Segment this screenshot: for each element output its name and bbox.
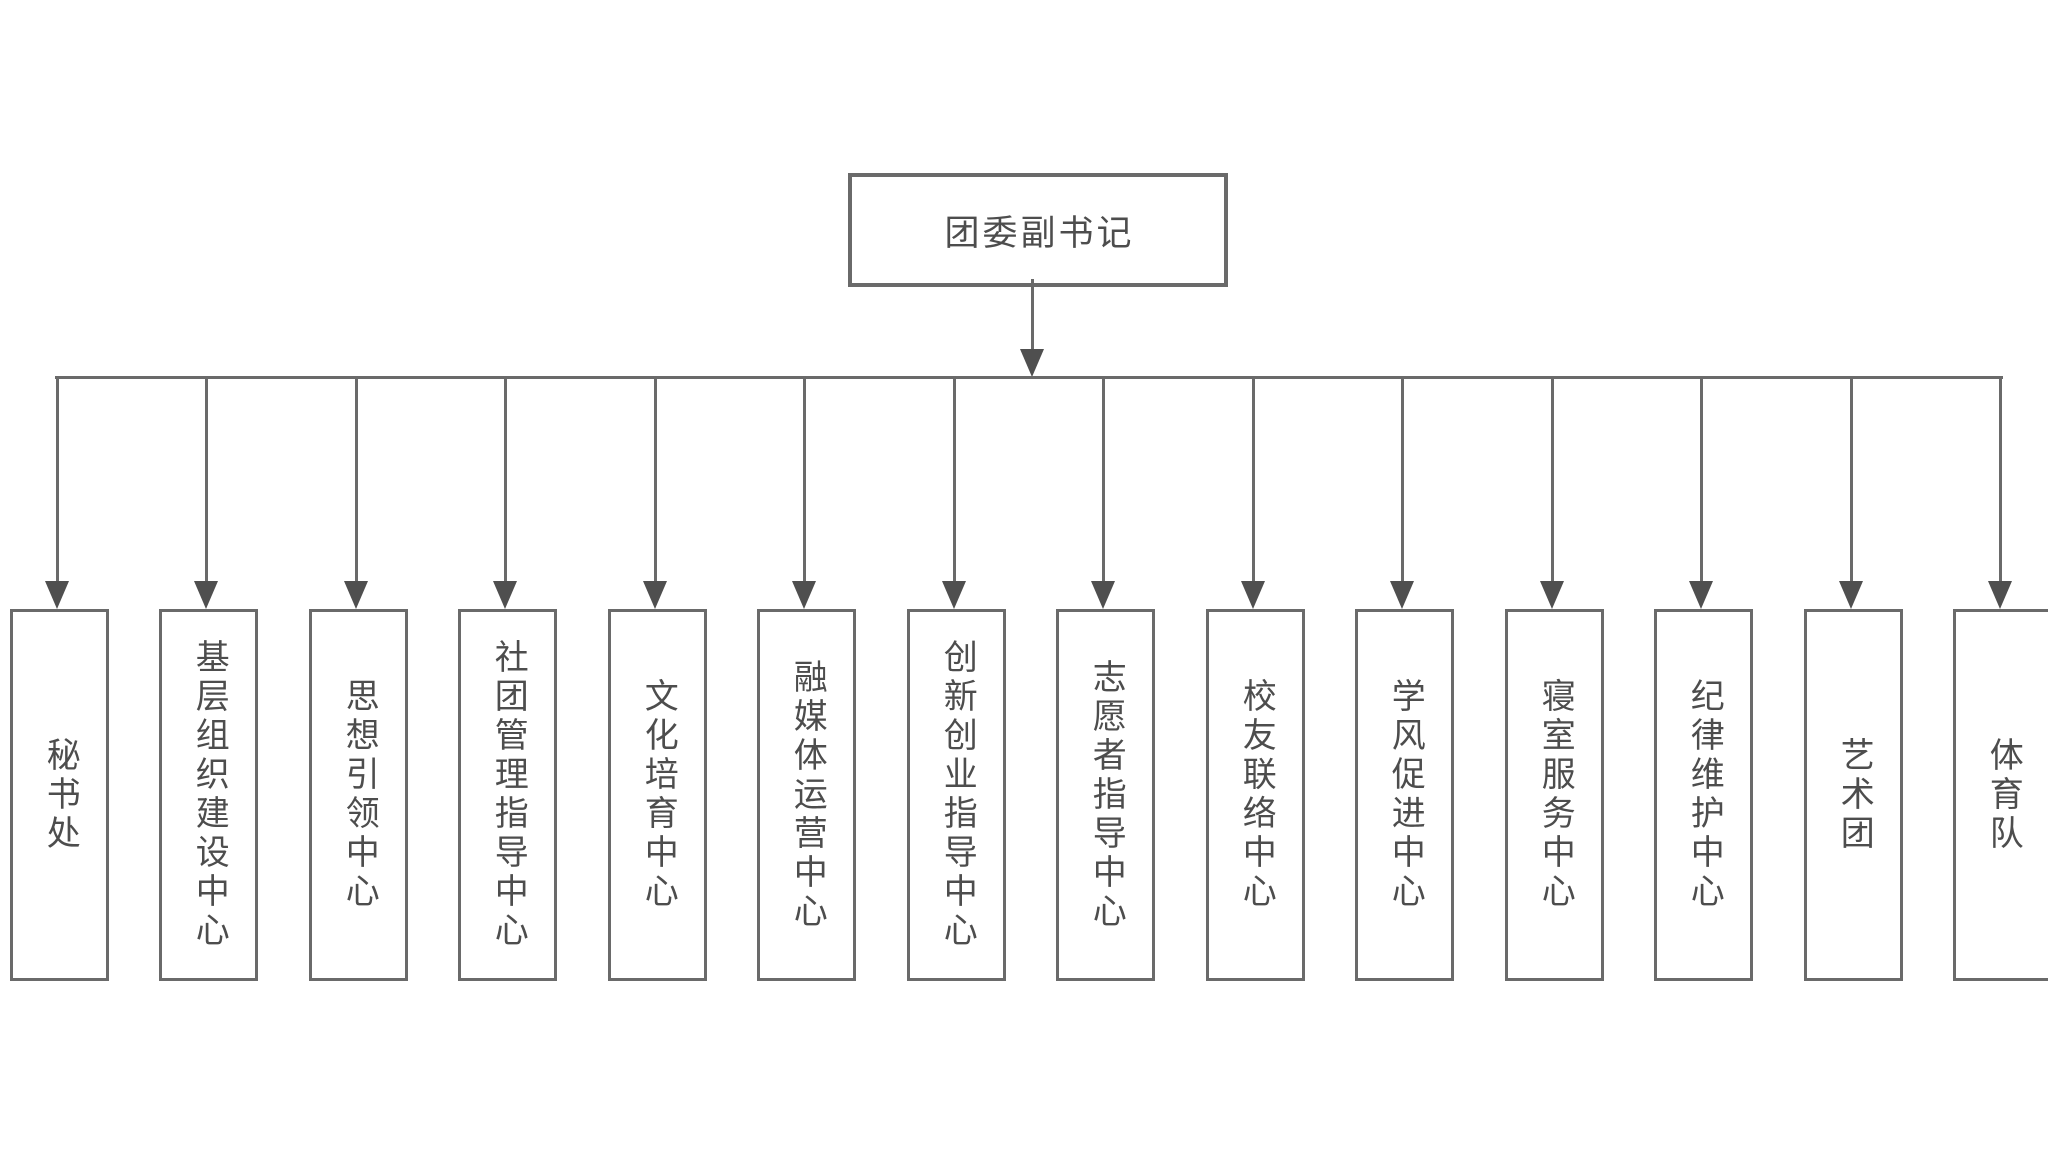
child-node-label: 思想引领中心 [340, 678, 379, 912]
child-node: 志愿者指导中心 [1056, 609, 1155, 981]
child-node: 秘书处 [10, 609, 109, 981]
connector-drop-line [56, 377, 59, 581]
child-node-label: 校友联络中心 [1237, 678, 1276, 912]
connector-drop-line [205, 377, 208, 581]
connector-drop-line [1700, 377, 1703, 581]
child-node-label: 志愿者指导中心 [1087, 658, 1126, 932]
connector-arrowhead-icon [942, 581, 966, 609]
connector-arrowhead-icon [792, 581, 816, 609]
child-node: 基层组织建设中心 [159, 609, 258, 981]
connector-drop-line [504, 377, 507, 581]
connector-arrowhead-icon [1241, 581, 1265, 609]
connector-arrowhead-icon [1839, 581, 1863, 609]
root-node-label: 团委副书记 [944, 213, 1135, 253]
connector-root-arrowhead-icon [1020, 349, 1044, 377]
connector-rail [55, 376, 2003, 379]
child-node-label: 社团管理指导中心 [489, 639, 528, 951]
connector-drop-line [1252, 377, 1255, 581]
connector-drop-line [654, 377, 657, 581]
child-node-label: 创新创业指导中心 [938, 639, 977, 951]
child-node-label: 艺术团 [1835, 736, 1874, 854]
child-node: 创新创业指导中心 [907, 609, 1006, 981]
child-node-label: 寝室服务中心 [1536, 678, 1575, 912]
child-node: 思想引领中心 [309, 609, 408, 981]
connector-root-stem [1031, 279, 1034, 351]
connector-drop-line [1102, 377, 1105, 581]
connector-arrowhead-icon [194, 581, 218, 609]
child-node: 艺术团 [1804, 609, 1903, 981]
connector-arrowhead-icon [344, 581, 368, 609]
child-node-label: 体育队 [1984, 736, 2023, 854]
child-node: 寝室服务中心 [1505, 609, 1604, 981]
connector-arrowhead-icon [1689, 581, 1713, 609]
connector-arrowhead-icon [1091, 581, 1115, 609]
child-node: 学风促进中心 [1355, 609, 1454, 981]
root-node: 团委副书记 [848, 173, 1228, 287]
child-node-label: 学风促进中心 [1386, 678, 1425, 912]
child-node-label: 秘书处 [41, 736, 80, 854]
child-node: 文化培育中心 [608, 609, 707, 981]
child-node: 融媒体运营中心 [757, 609, 856, 981]
child-node-label: 基层组织建设中心 [190, 639, 229, 951]
connector-arrowhead-icon [493, 581, 517, 609]
connector-drop-line [1401, 377, 1404, 581]
child-node-label: 融媒体运营中心 [788, 658, 827, 932]
connector-drop-line [803, 377, 806, 581]
child-node: 体育队 [1953, 609, 2048, 981]
connector-arrowhead-icon [1540, 581, 1564, 609]
connector-drop-line [1850, 377, 1853, 581]
child-node: 校友联络中心 [1206, 609, 1305, 981]
child-node-label: 文化培育中心 [639, 678, 678, 912]
child-node: 纪律维护中心 [1654, 609, 1753, 981]
child-node-label: 纪律维护中心 [1685, 678, 1724, 912]
connector-arrowhead-icon [643, 581, 667, 609]
connector-drop-line [953, 377, 956, 581]
connector-arrowhead-icon [1988, 581, 2012, 609]
child-node: 社团管理指导中心 [458, 609, 557, 981]
connector-arrowhead-icon [45, 581, 69, 609]
connector-drop-line [1999, 377, 2002, 581]
connector-drop-line [355, 377, 358, 581]
connector-arrowhead-icon [1390, 581, 1414, 609]
connector-drop-line [1551, 377, 1554, 581]
